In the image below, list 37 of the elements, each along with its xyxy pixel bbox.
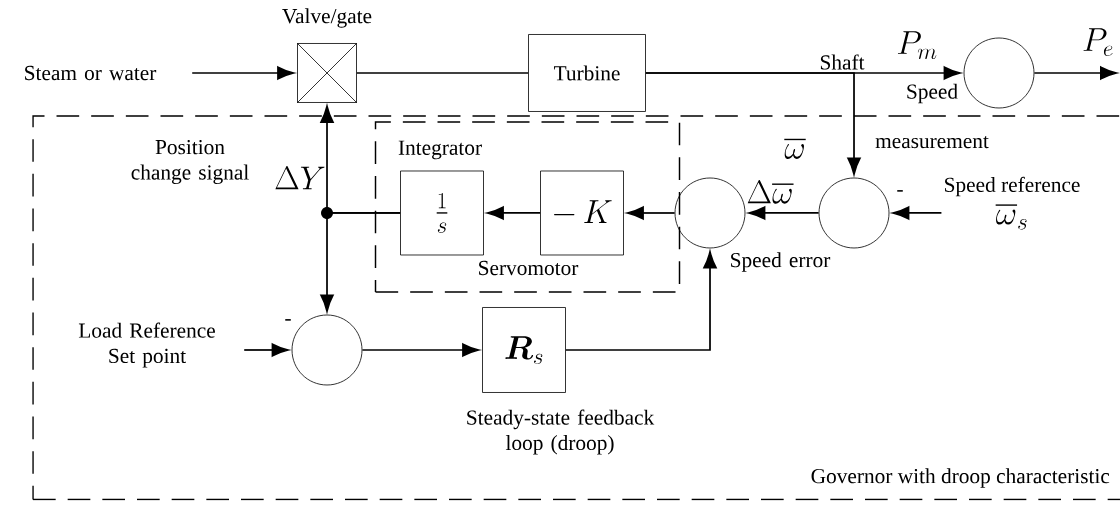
arrow xyxy=(243,343,289,357)
arrow xyxy=(565,251,717,351)
text-label: Shaft xyxy=(820,54,865,70)
reference-label: Speed reference $\overline{\omega}_{s}$ xyxy=(945,176,1080,230)
edge-label: $\overline{\omega}$ xyxy=(784,139,806,159)
arrow xyxy=(320,212,401,312)
block-caption: Steady-state feedback loop (droop) xyxy=(467,409,655,455)
arrow xyxy=(486,206,541,220)
integrator-box: $\frac{1}{s}$ xyxy=(400,170,484,256)
droop-box: $\boldsymbol{R}_{s}$ xyxy=(482,307,566,393)
arrow xyxy=(361,343,480,357)
node-label: Valve/gate xyxy=(282,8,372,28)
arrow xyxy=(645,72,861,175)
generator-circle xyxy=(963,37,1035,109)
text-label: Position change signal xyxy=(131,139,249,184)
text-label: Speed measurement xyxy=(875,83,989,149)
minus-sign: - xyxy=(285,319,291,321)
input-label: Steam or water xyxy=(25,65,157,81)
arrow xyxy=(626,206,676,220)
input-label: Load Reference Set point xyxy=(78,322,215,368)
summing-circle xyxy=(674,177,746,249)
arrow xyxy=(748,206,820,220)
gain-box: $-\,K$ xyxy=(540,170,624,256)
block-caption: Speed error xyxy=(731,252,831,272)
summing-circle xyxy=(818,177,890,249)
block-caption: Integrator xyxy=(398,140,482,160)
edge-label: $P_{m}$ xyxy=(897,31,937,60)
arrow xyxy=(191,66,295,80)
edge-label: $\Delta Y$ xyxy=(275,165,325,190)
minus-sign: - xyxy=(897,190,903,192)
edge-label: $P_{e}$ xyxy=(1083,28,1113,57)
summing-circle xyxy=(291,314,363,386)
valve-box: Valve/gate xyxy=(282,8,372,104)
arrow xyxy=(1033,66,1118,80)
arrow xyxy=(892,206,943,220)
edge-label: $\Delta\overline{\omega}$ xyxy=(747,179,794,204)
turbine-box: Turbine xyxy=(528,34,646,112)
